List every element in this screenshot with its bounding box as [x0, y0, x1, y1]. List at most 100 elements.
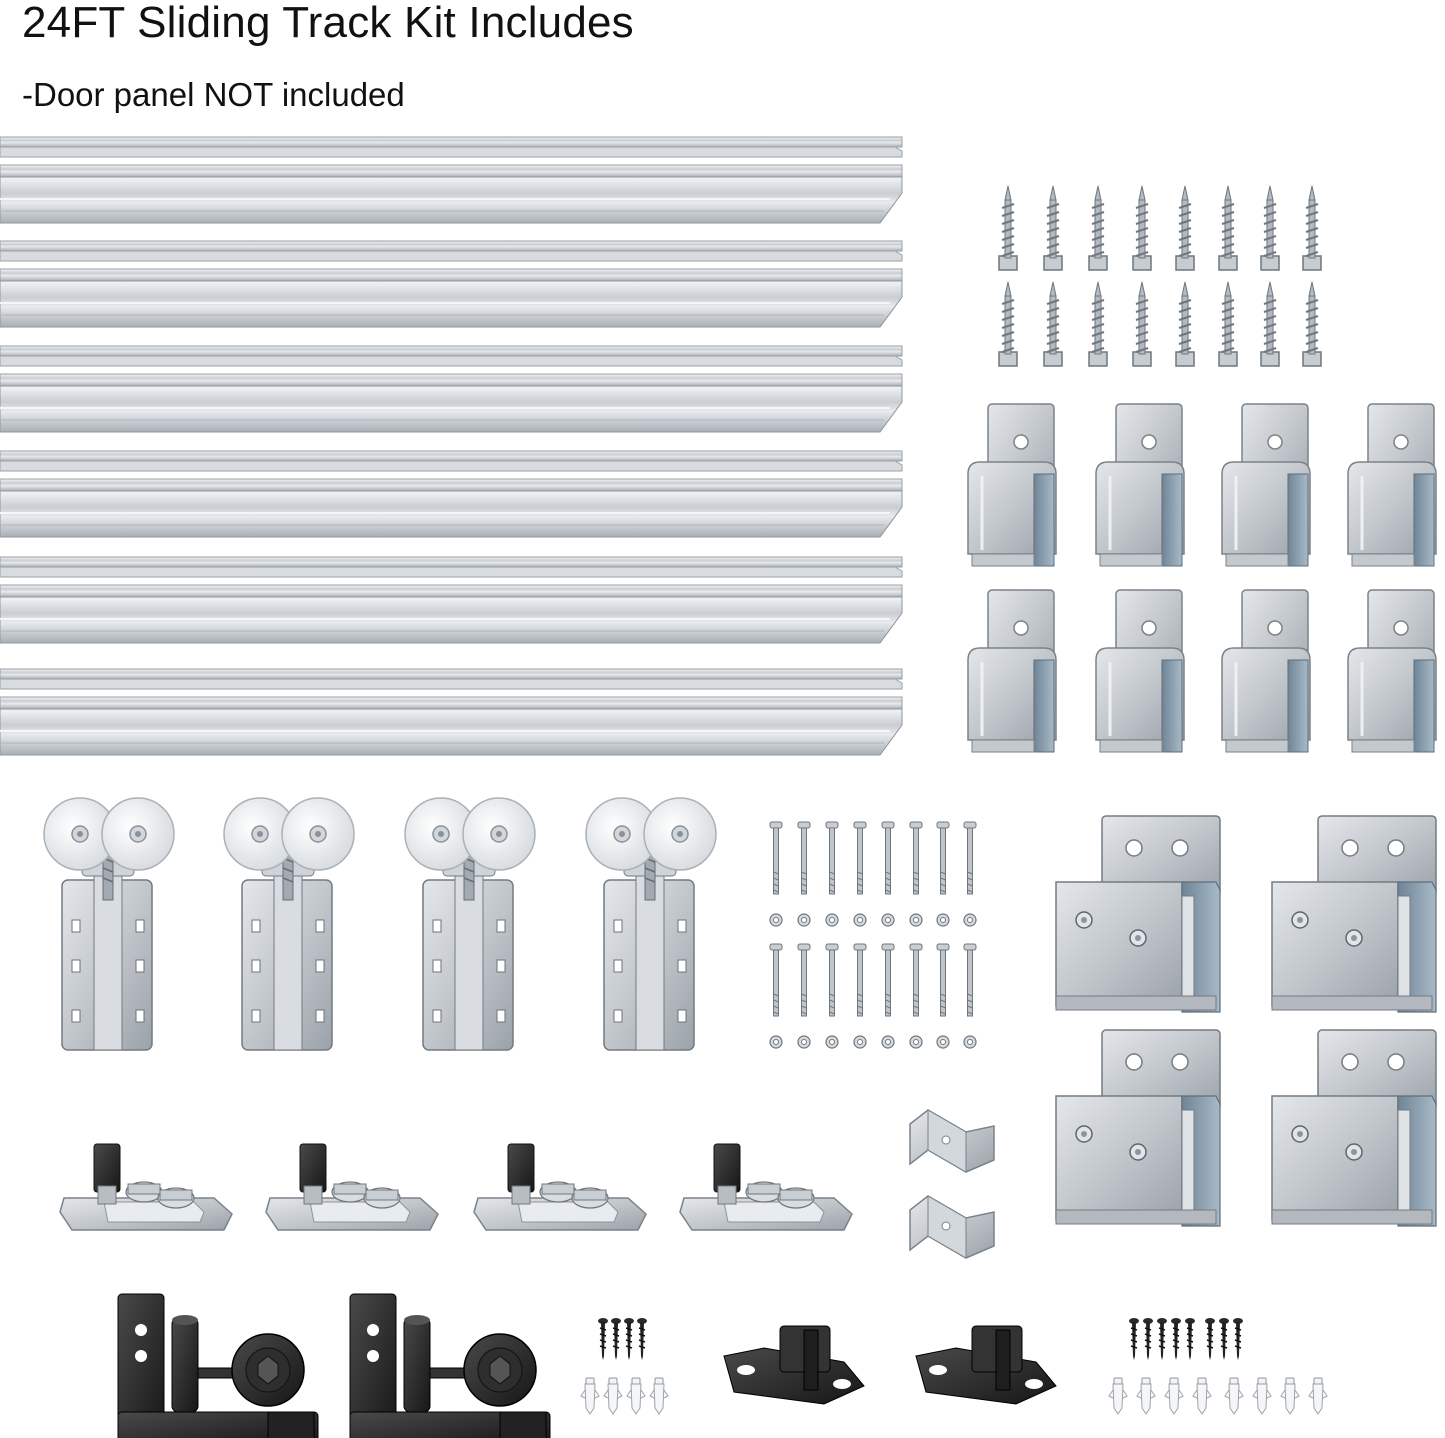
- bolt: [769, 943, 783, 1049]
- wood-screw: [610, 1317, 622, 1361]
- track-brackets: [966, 402, 1438, 754]
- bolt: [769, 821, 783, 927]
- wall-anchor: [1136, 1377, 1156, 1415]
- wood-screw: [1128, 1317, 1140, 1361]
- wall-anchor: [1280, 1377, 1300, 1415]
- wall-anchor: [603, 1377, 623, 1415]
- wood-screw: [1142, 1317, 1154, 1361]
- lag-screw: [1175, 185, 1195, 271]
- lag-screw: [1088, 281, 1108, 367]
- lag-screw: [1132, 185, 1152, 271]
- track-bracket: [966, 402, 1058, 568]
- screw-anchor-set: [580, 1317, 669, 1415]
- bolt: [963, 943, 977, 1049]
- track-bracket: [1094, 402, 1186, 568]
- wood-screw: [1170, 1317, 1182, 1361]
- bolt: [853, 821, 867, 927]
- floor-guide: [349, 1293, 551, 1438]
- track-bracket: [1220, 588, 1312, 754]
- roller-hanger: [223, 797, 355, 1051]
- bolt: [853, 943, 867, 1049]
- lag-screw: [1043, 185, 1063, 271]
- kit-subtitle: -Door panel NOT included: [22, 76, 405, 113]
- bolt: [881, 821, 895, 927]
- wall-anchor: [1192, 1377, 1212, 1415]
- guide-stopper: [265, 1143, 439, 1231]
- wall-anchor: [626, 1377, 646, 1415]
- floor-guide: [117, 1293, 319, 1438]
- track-bracket: [1220, 402, 1312, 568]
- lag-screw: [1260, 281, 1280, 367]
- lag-screw: [1088, 185, 1108, 271]
- track-bracket: [1346, 402, 1438, 568]
- lag-screw: [1132, 281, 1152, 367]
- roller-hanger: [43, 797, 175, 1051]
- lag-screw: [1260, 185, 1280, 271]
- lag-screw: [1302, 185, 1322, 271]
- header-brackets: [1055, 815, 1437, 1227]
- kit-title: 24FT Sliding Track Kit Includes: [22, 0, 634, 47]
- bolt: [936, 821, 950, 927]
- header-bracket: [1055, 815, 1221, 1013]
- track-rails: [0, 136, 903, 756]
- bolt: [936, 943, 950, 1049]
- wall-anchor: [649, 1377, 669, 1415]
- roller-hangers: [43, 797, 717, 1051]
- small-u-clip: [909, 1195, 995, 1259]
- header-bracket: [1055, 1029, 1221, 1227]
- bolt: [825, 821, 839, 927]
- plastic-floor-guide: [915, 1325, 1057, 1405]
- bolt: [825, 943, 839, 1049]
- wood-screw: [623, 1317, 635, 1361]
- wall-anchor: [1108, 1377, 1128, 1415]
- guide-stopper: [59, 1143, 233, 1231]
- roller-hanger: [404, 797, 536, 1051]
- wood-screw: [636, 1317, 648, 1361]
- wall-anchor: [1252, 1377, 1272, 1415]
- screw-anchor-set: [1108, 1317, 1328, 1415]
- lag-screw: [998, 185, 1018, 271]
- bolt: [797, 943, 811, 1049]
- floor-guides-adjustable: [117, 1293, 551, 1438]
- track-rail: [0, 668, 903, 756]
- bolt: [909, 821, 923, 927]
- wall-anchor: [580, 1377, 600, 1415]
- track-rail: [0, 136, 903, 224]
- lag-screw: [1218, 185, 1238, 271]
- track-bracket: [1346, 588, 1438, 754]
- wood-screw: [597, 1317, 609, 1361]
- bolts-with-nuts: [769, 821, 977, 1049]
- floor-guides-plastic: [723, 1325, 1057, 1405]
- track-rail: [0, 240, 903, 328]
- small-u-clips: [909, 1109, 995, 1259]
- wood-screw: [1184, 1317, 1196, 1361]
- bolt: [881, 943, 895, 1049]
- track-rail: [0, 345, 903, 433]
- wall-anchor: [1224, 1377, 1244, 1415]
- bolt: [797, 821, 811, 927]
- guide-stopper: [473, 1143, 647, 1231]
- roller-hanger: [585, 797, 717, 1051]
- header-bracket: [1271, 815, 1437, 1013]
- lag-screw: [1175, 281, 1195, 367]
- wood-screw: [1156, 1317, 1168, 1361]
- header-bracket: [1271, 1029, 1437, 1227]
- track-bracket: [1094, 588, 1186, 754]
- guide-stoppers: [59, 1143, 853, 1231]
- wall-anchor: [1308, 1377, 1328, 1415]
- wood-screw: [1232, 1317, 1244, 1361]
- track-rail: [0, 556, 903, 644]
- wood-screw: [1204, 1317, 1216, 1361]
- wall-anchor: [1164, 1377, 1184, 1415]
- lag-screw: [1302, 281, 1322, 367]
- track-rail: [0, 450, 903, 538]
- small-u-clip: [909, 1109, 995, 1173]
- guide-stopper: [679, 1143, 853, 1231]
- plastic-floor-guide: [723, 1325, 865, 1405]
- wood-screw: [1218, 1317, 1230, 1361]
- bolt: [909, 943, 923, 1049]
- lag-screw: [1043, 281, 1063, 367]
- lag-screw: [1218, 281, 1238, 367]
- bolt: [963, 821, 977, 927]
